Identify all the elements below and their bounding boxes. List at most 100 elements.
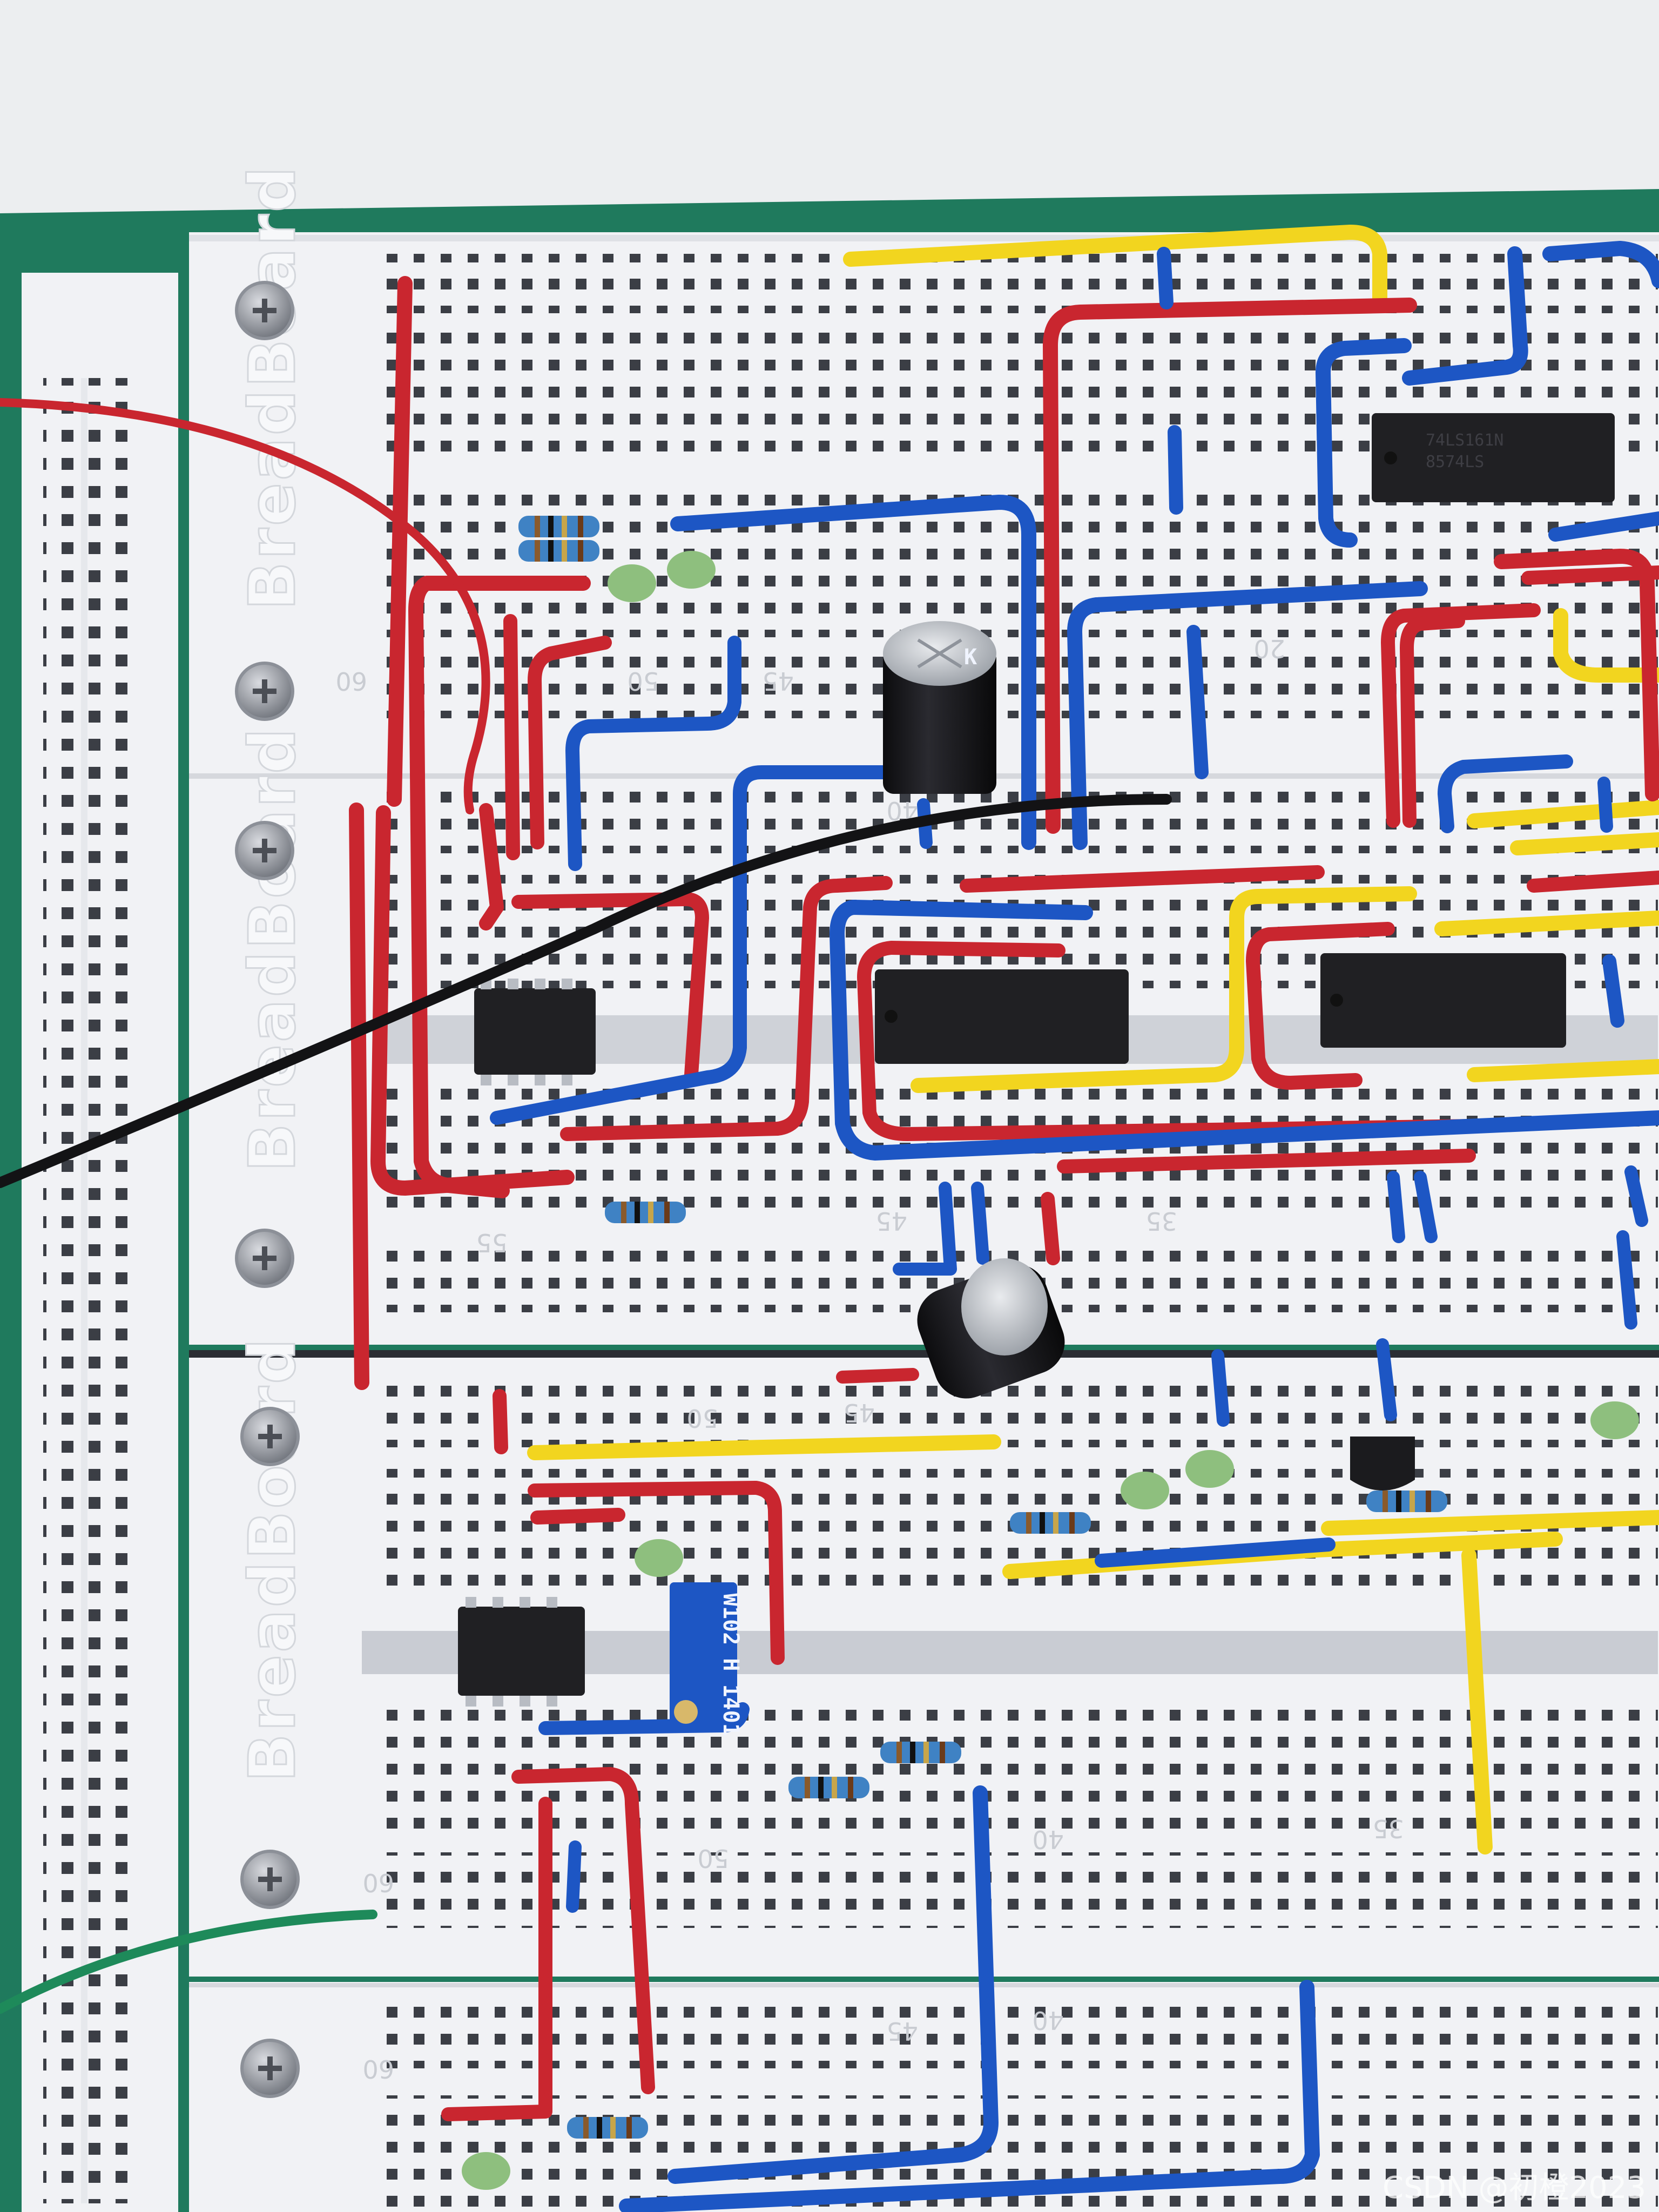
capacitor-marking: K (964, 645, 977, 670)
wire-red (511, 1767, 655, 2094)
wire-green-lead (0, 1910, 377, 2014)
left-rail (22, 273, 178, 2212)
wire-blue (830, 900, 1659, 1161)
brand-label-1: BreadBoard (235, 164, 309, 610)
wire-yellow (1467, 800, 1659, 828)
wire-blue (670, 495, 1036, 850)
row-number: 45 (875, 1206, 907, 1236)
wire-blue (1168, 425, 1183, 515)
electrolytic-capacitor-top: K (883, 621, 996, 794)
wire-yellow (1321, 1510, 1659, 1536)
wire-red (1041, 1192, 1060, 1265)
svg-text:74LS161N: 74LS161N (1426, 431, 1504, 450)
brand-labels: BreadBoard BreadBoard BreadBoard (234, 164, 311, 1783)
resistor (880, 1742, 961, 1763)
wire-yellow (1434, 911, 1659, 936)
row-number: 60 (362, 1868, 394, 1897)
ceramic-capacitors (462, 551, 1639, 2190)
ic-chips: 74LS161N 8574LS (458, 413, 1615, 1707)
resistor (605, 1202, 686, 1223)
board-module-4 (189, 1982, 1659, 2212)
wire-red (511, 892, 709, 1082)
wire-red (441, 1797, 552, 2121)
ceramic-capacitor (1121, 1472, 1169, 1509)
screw (235, 662, 294, 721)
wire-blue (1211, 1349, 1230, 1427)
wire-blue (1602, 954, 1624, 1028)
svg-text:8574LS: 8574LS (1426, 453, 1484, 471)
wire-blue (1095, 1537, 1336, 1568)
wire-red (503, 614, 520, 860)
brand-label-2: BreadBoard (235, 726, 309, 1172)
wire-red (530, 1508, 625, 1525)
wire-yellow (843, 225, 1387, 310)
row-number: 50 (627, 666, 659, 696)
wire-blue (1316, 338, 1412, 548)
row-number: 60 (335, 666, 367, 696)
wire-red (1381, 603, 1541, 828)
row-number: 45 (843, 1398, 875, 1427)
resistor (788, 1777, 869, 1798)
row-number: 50 (697, 1844, 729, 1873)
wire-blue (619, 1980, 1320, 2212)
wire-red (1400, 614, 1465, 828)
wire-red (1494, 549, 1659, 801)
electrolytic-capacitor-mid (917, 1258, 1065, 1399)
wire-red (1246, 922, 1395, 1090)
wire-blue (566, 1840, 582, 1913)
ic-chip-top-right: 74LS161N 8574LS (1372, 413, 1615, 502)
potentiometer: W102 H 1401 (670, 1582, 743, 1736)
wire-blue (1067, 581, 1428, 850)
wire-yellow (911, 886, 1417, 1093)
screw (235, 281, 294, 340)
wire-red (528, 1481, 785, 1665)
ceramic-capacitor (635, 1539, 683, 1577)
screw (240, 1850, 300, 1909)
row-number: 35 (1145, 1206, 1177, 1236)
wire-red (836, 1368, 919, 1384)
wire-red (349, 802, 369, 1390)
wire-red (1057, 1149, 1476, 1174)
wire-red (387, 276, 413, 807)
row-number: 20 (1253, 634, 1285, 663)
row-number: 50 (686, 1404, 718, 1433)
wire-blue (971, 1182, 989, 1265)
wire-red (857, 941, 1481, 1141)
wire-blue (1548, 511, 1659, 542)
resistors (518, 516, 1447, 2139)
ic-chip-dip16-right (1320, 953, 1566, 1048)
ceramic-capacitor (667, 551, 716, 589)
wire-red (1527, 871, 1659, 893)
wire-blue (1402, 246, 1528, 386)
wire-blue (490, 765, 893, 1125)
screw (240, 2039, 300, 2098)
wire-black-lead (0, 794, 1172, 1188)
row-number: 35 (1372, 1814, 1404, 1843)
wire-blue (1414, 1171, 1438, 1243)
wire-yellow (527, 1434, 1001, 1460)
wire-yellow (1510, 832, 1659, 855)
row-number: 45 (762, 666, 794, 696)
wire-yellow (1461, 1548, 1493, 1854)
screw (235, 1229, 294, 1288)
ic-chip-dip8-lower (458, 1597, 585, 1707)
wire-red (1043, 298, 1417, 834)
wire-red (528, 636, 612, 849)
wires (0, 225, 1659, 2212)
row-numbers: 60 50 45 20 55 45 35 40 50 45 60 50 40 3… (335, 634, 1404, 2083)
wire-red (1521, 565, 1659, 585)
row-number: 60 (362, 2054, 394, 2083)
wire-yellow (1467, 1059, 1659, 1082)
ceramic-capacitor (1590, 1401, 1639, 1439)
ceramic-capacitor (462, 2152, 510, 2190)
row-number: 40 (1032, 2006, 1064, 2035)
wire-blue (1186, 625, 1209, 779)
row-number: 55 (476, 1228, 508, 1257)
wire-red-lead (0, 398, 490, 814)
resistor (518, 516, 599, 537)
screws (235, 281, 300, 2098)
wire-blue (1157, 247, 1174, 309)
potentiometer-marking: W102 H 1401 (718, 1593, 743, 1736)
resistor (1010, 1512, 1091, 1534)
